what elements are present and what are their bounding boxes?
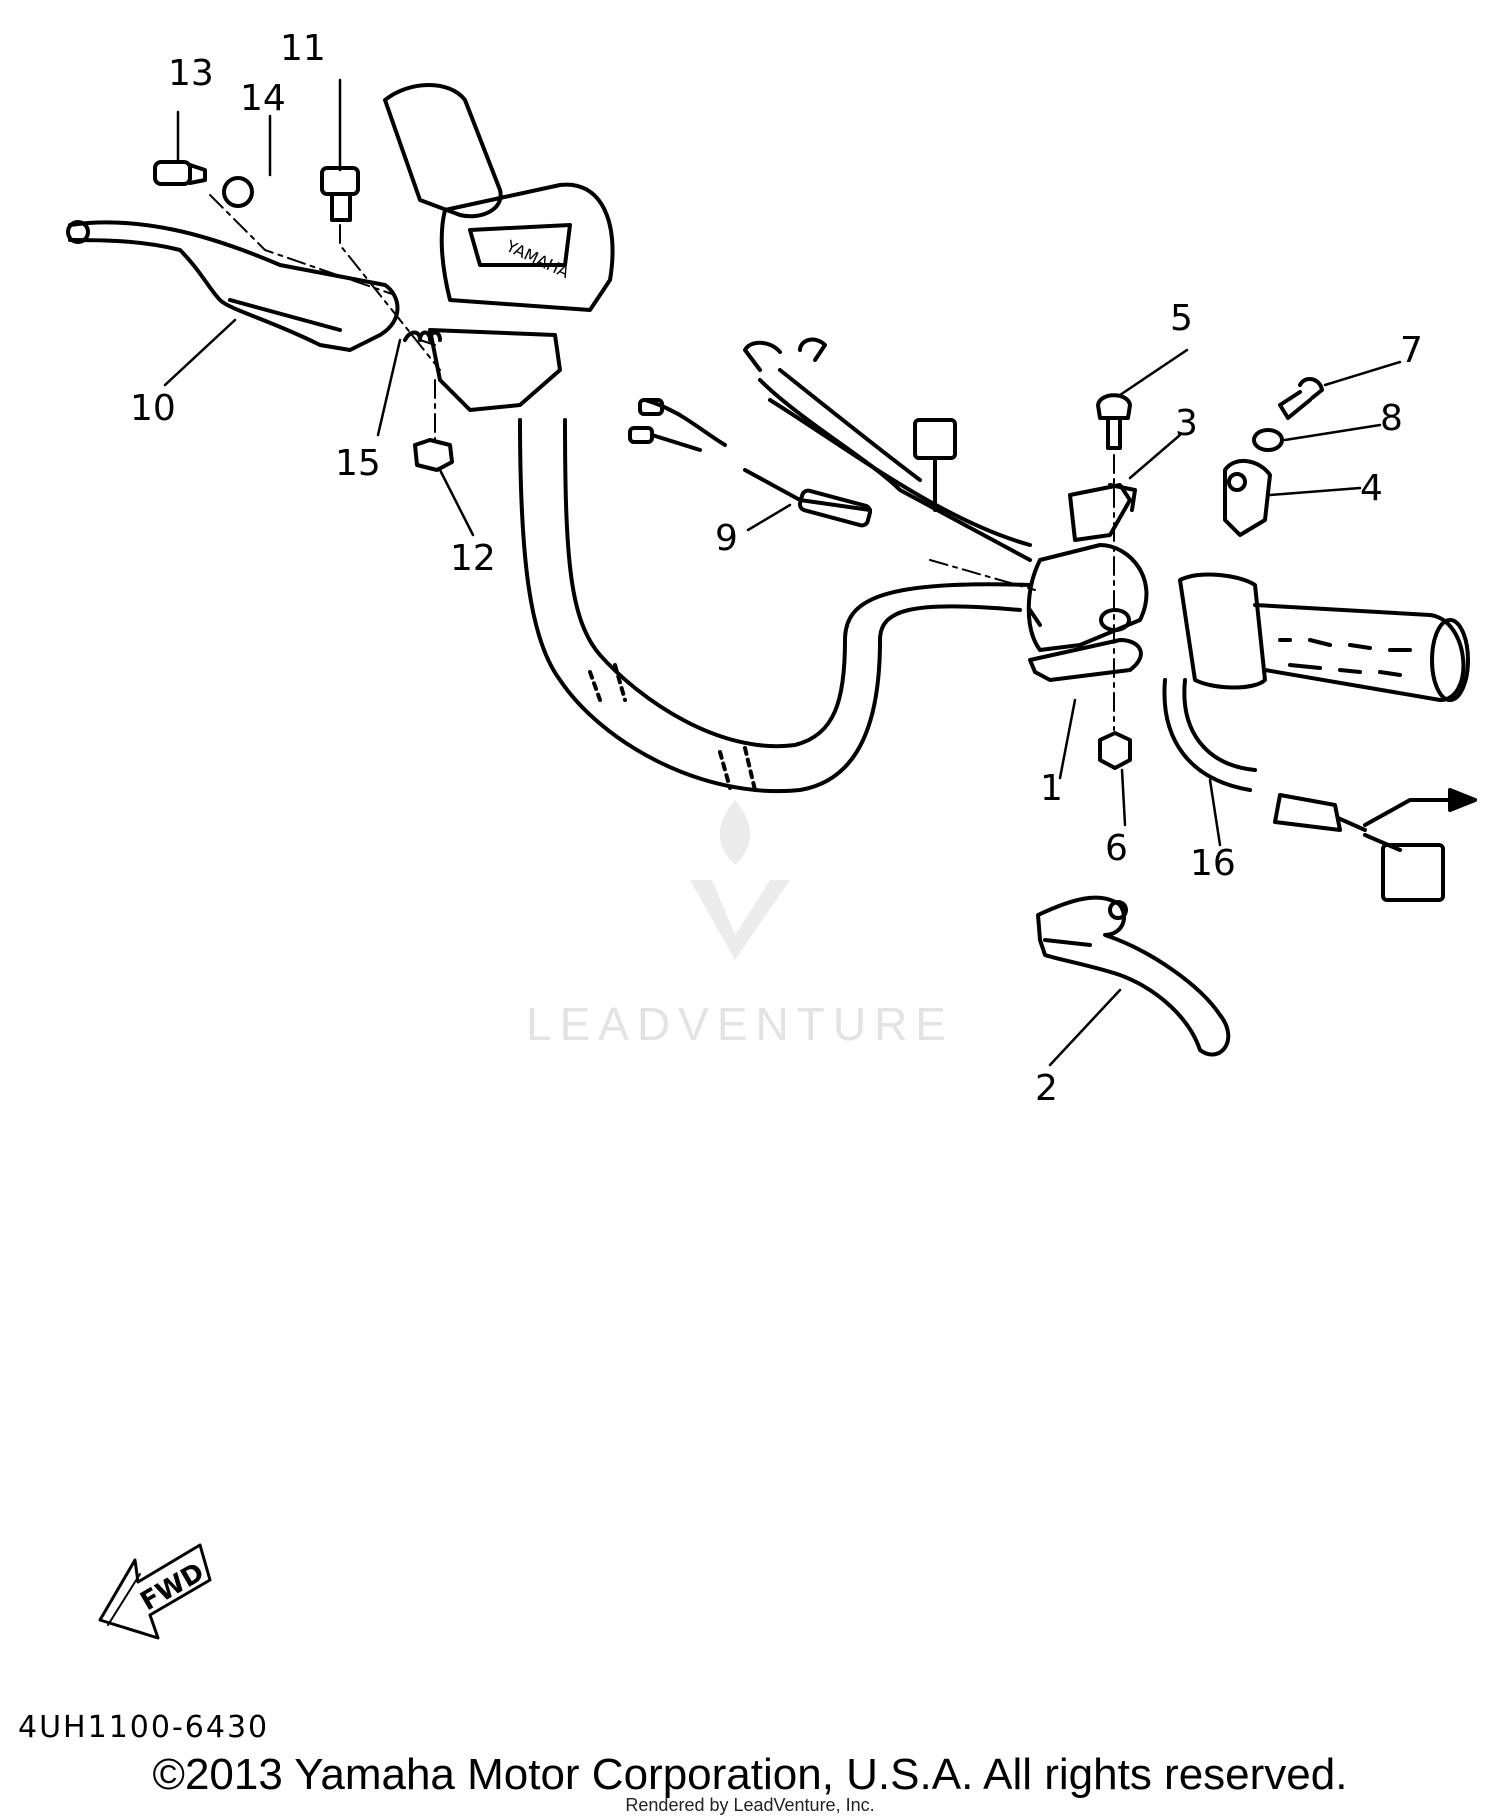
wiring-harness: [743, 337, 1032, 562]
callout-15: 15: [335, 443, 381, 484]
callout-5: 5: [1170, 298, 1193, 339]
washer-8: [1252, 428, 1284, 452]
grip-brand-text: YAMAHA: [502, 236, 572, 282]
callout-3: 3: [1175, 403, 1198, 444]
callout-10: 10: [130, 388, 176, 429]
callout-16: 16: [1190, 843, 1236, 884]
bolt-13: [153, 160, 207, 186]
callout-13: 13: [168, 53, 214, 94]
fwd-arrow: FWD: [98, 1543, 212, 1640]
callout-14: 14: [240, 78, 286, 119]
bolt-5: [1096, 393, 1132, 450]
callout-6: 6: [1105, 828, 1128, 869]
callout-4: 4: [1360, 468, 1383, 509]
right-grip: [1178, 572, 1470, 702]
nut-14: [222, 176, 254, 208]
left-brake-lever: [66, 220, 400, 352]
callout-11: 11: [280, 28, 326, 69]
callout-12: 12: [450, 538, 496, 579]
copyright-notice: ©2013 Yamaha Motor Corporation, U.S.A. A…: [152, 1750, 1348, 1799]
nut-12: [413, 438, 454, 472]
assembly-lines-left: [209, 194, 441, 441]
callout-labels: 1 2 3 4 5 6 7 8 9 10 11 12 13 14 15 16: [130, 28, 1423, 1109]
watermark-text: LEADVENTURE: [526, 998, 954, 1050]
callout-1: 1: [1040, 768, 1063, 809]
leader-lines: [163, 78, 1402, 1067]
assembly-line-cable: [929, 559, 1036, 591]
handlebar: [518, 418, 1032, 794]
bolt-11: [320, 166, 360, 222]
bolt-7: [1278, 377, 1324, 420]
left-grip-assembly: YAMAHA: [383, 83, 615, 412]
rendered-by-credit: Rendered by LeadVenture, Inc.: [625, 1795, 875, 1815]
nut-6: [1098, 731, 1132, 770]
callout-2: 2: [1035, 1068, 1058, 1109]
callout-7: 7: [1400, 330, 1423, 371]
callout-9: 9: [715, 518, 738, 559]
right-lever-holder: [1026, 543, 1149, 682]
right-lever-2: [1036, 895, 1231, 1057]
clamp-4: [1223, 459, 1272, 537]
callout-8: 8: [1380, 398, 1403, 439]
cable-16: [1162, 678, 1477, 902]
spring-15: [403, 330, 442, 342]
fwd-label: FWD: [136, 1557, 210, 1617]
cable-9: [628, 398, 873, 528]
diagram-reference-code: 4UH1100-6430: [18, 1710, 270, 1745]
leadventure-watermark: LEADVENTURE: [526, 800, 954, 1050]
bracket-3: [1068, 483, 1137, 542]
